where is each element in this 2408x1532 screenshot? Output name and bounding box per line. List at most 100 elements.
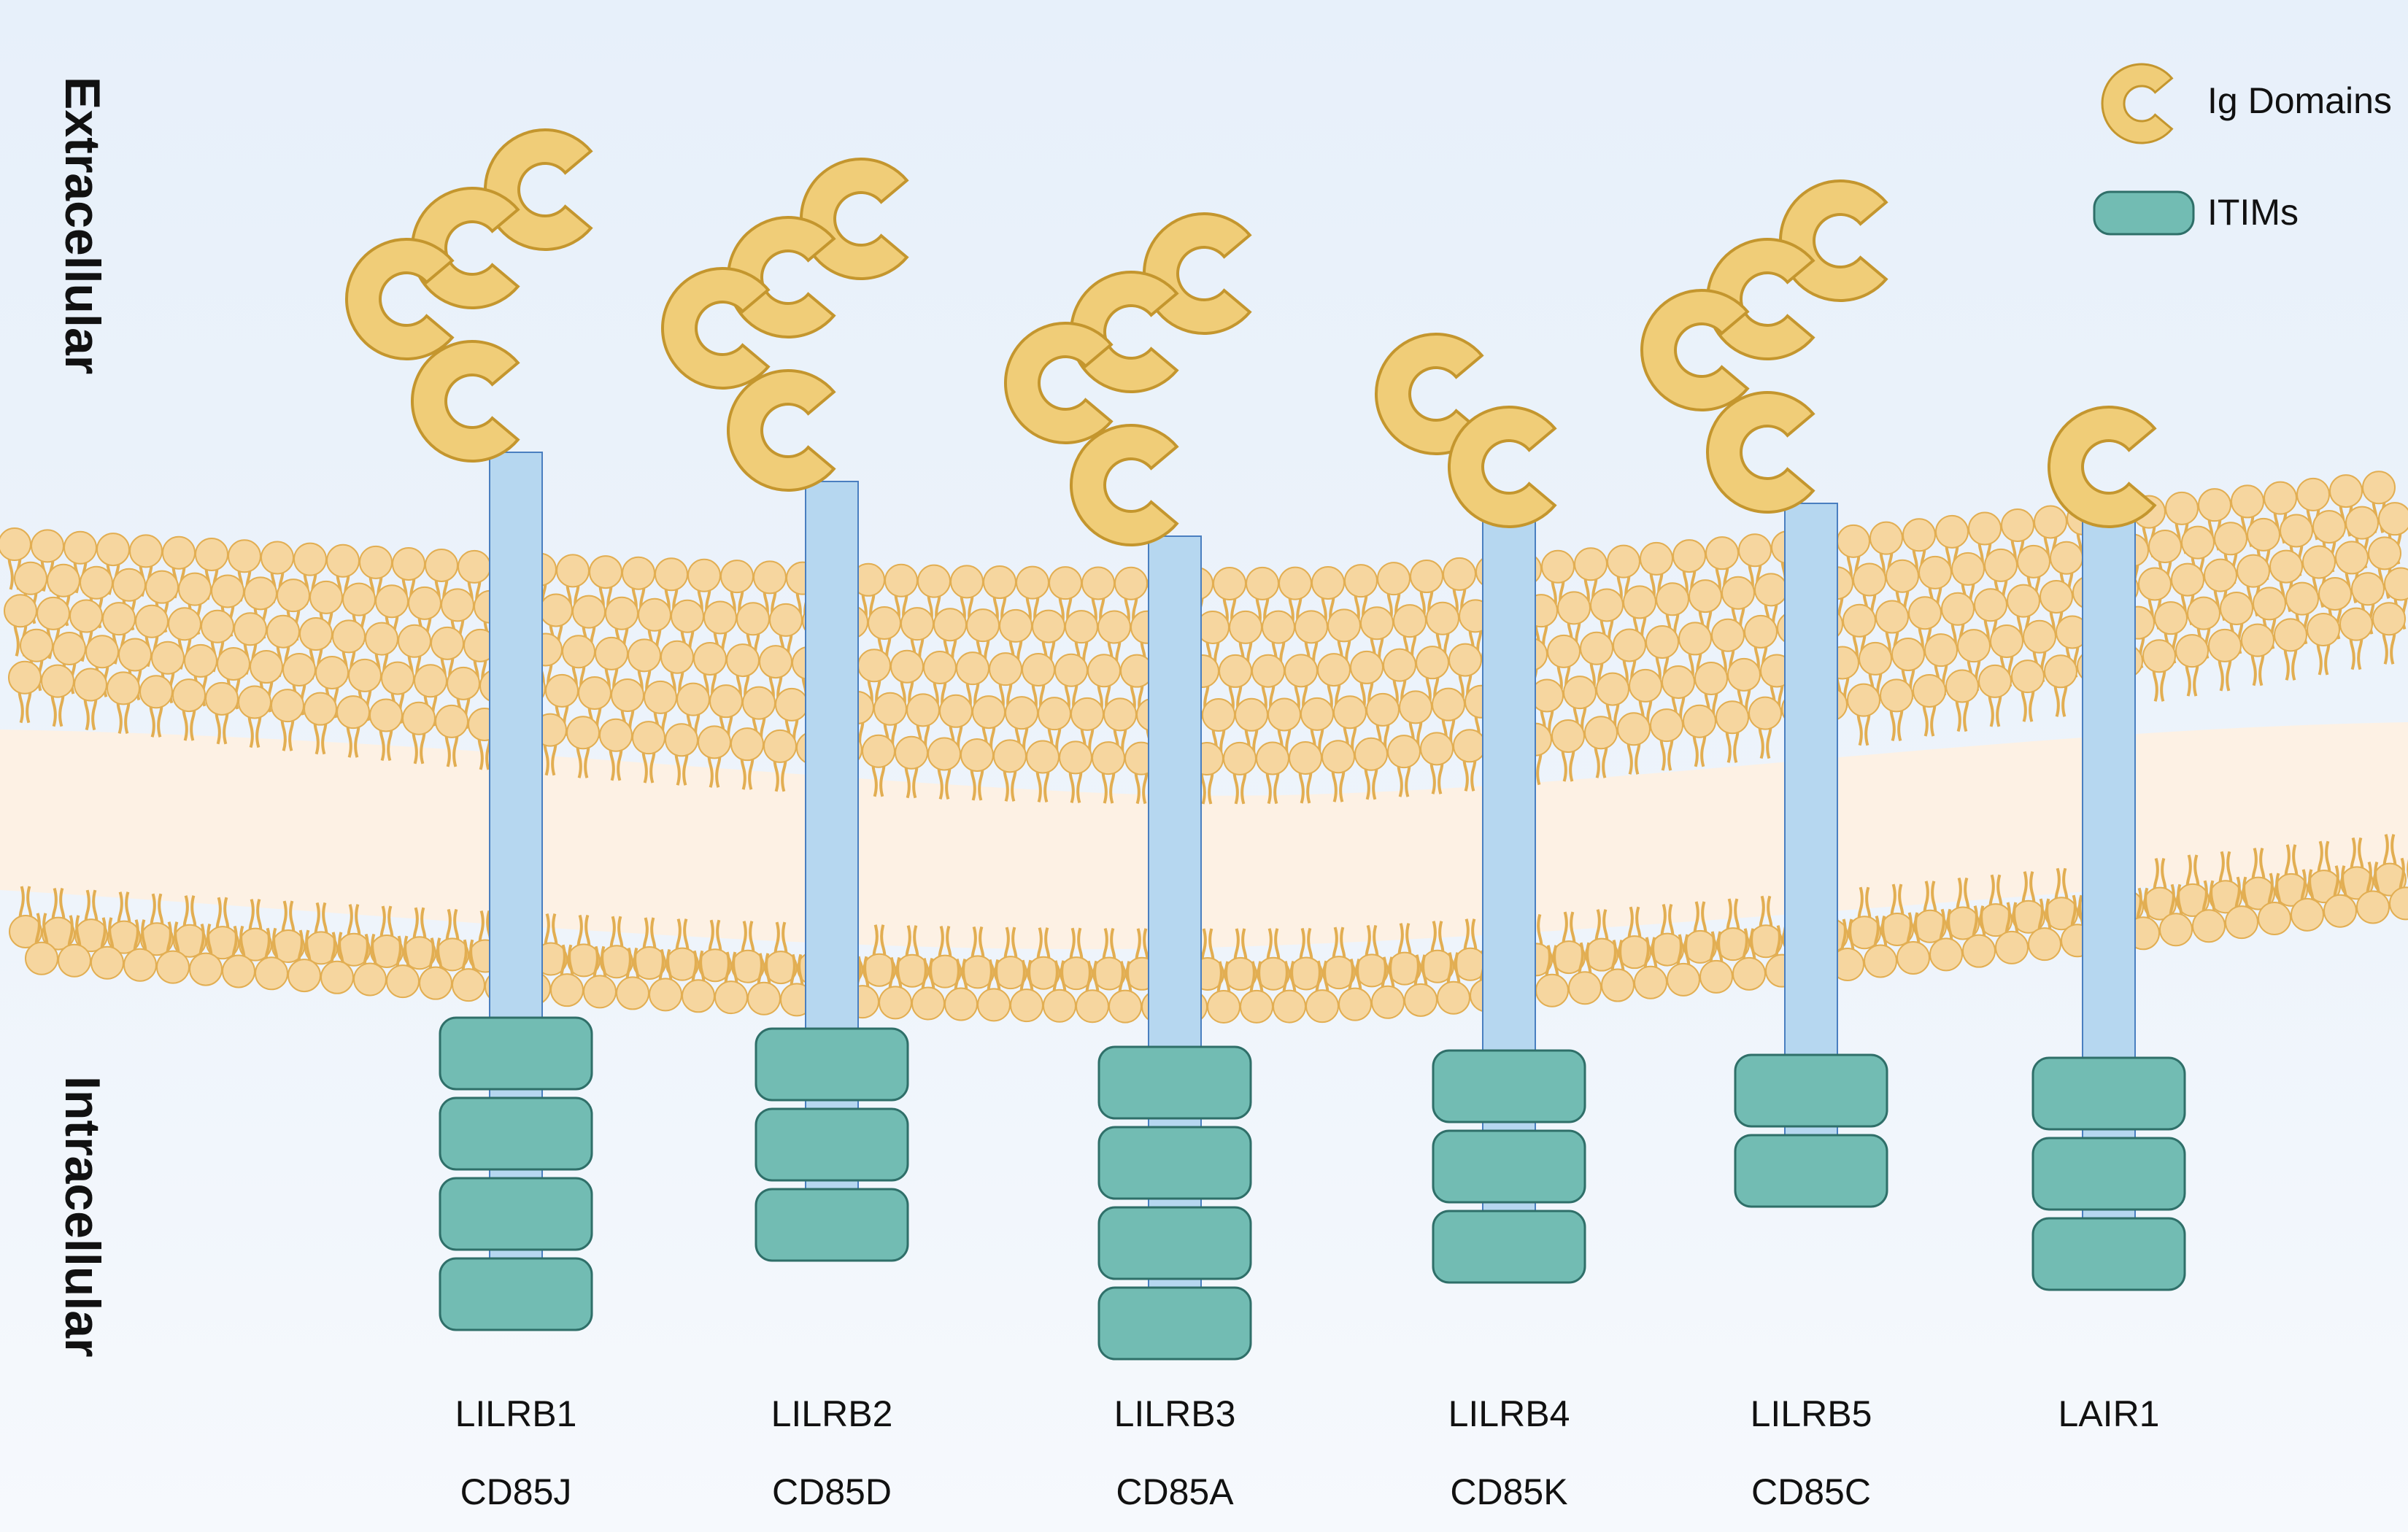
outer-lipid — [1683, 704, 1716, 767]
inner-lipid — [764, 921, 798, 985]
outer-lipid — [74, 668, 107, 731]
outer-lipid — [458, 549, 491, 613]
ig-domain — [726, 216, 836, 338]
inner-lipid — [747, 953, 781, 1015]
inner-lipid — [1257, 928, 1290, 991]
outer-lipid — [2017, 544, 2050, 608]
outer-lipid — [1584, 716, 1618, 778]
inner-lipid — [1010, 959, 1043, 1023]
ig-domain — [1069, 424, 1179, 546]
outer-lipid — [293, 542, 327, 606]
inner-lipid — [1929, 908, 1963, 972]
inner-lipid — [2159, 883, 2193, 947]
itim-legend-icon — [2093, 190, 2195, 236]
inner-lipid — [2225, 876, 2258, 940]
inner-lipid — [1864, 915, 1897, 978]
outer-lipid — [2175, 634, 2209, 697]
outer-lipid — [1945, 669, 1979, 732]
outer-lipid — [1223, 741, 1257, 805]
outer-lipid — [1289, 740, 1322, 804]
inner-lipid — [1355, 924, 1389, 988]
outer-lipid — [234, 612, 267, 675]
ig-domain — [1069, 271, 1179, 393]
outer-lipid — [763, 729, 797, 792]
outer-lipid — [895, 735, 928, 799]
receptor-name-label: LILRB5 — [1751, 1393, 1872, 1434]
outer-lipid — [2142, 639, 2176, 702]
inner-lipid — [140, 893, 174, 956]
outer-lipid — [2050, 541, 2083, 604]
ig-domains-legend-label: Ig Domains — [2207, 80, 2392, 121]
receptor-alias-label: CD85D — [772, 1471, 892, 1512]
inner-lipid — [1108, 961, 1142, 1024]
outer-lipid — [145, 570, 179, 633]
inner-lipid — [961, 926, 995, 989]
ig-domain — [660, 267, 771, 390]
inner-lipid — [1683, 901, 1717, 964]
outer-lipid — [1978, 664, 2012, 727]
inner-lipid — [2209, 851, 2242, 914]
inner-lipid — [2012, 871, 2045, 934]
outer-lipid — [2044, 654, 2077, 717]
outer-lipid — [1267, 697, 1301, 761]
outer-lipid — [2034, 505, 2067, 568]
itim-block — [755, 1107, 909, 1182]
receptor-name-label: LILRB2 — [771, 1393, 893, 1434]
outer-lipid — [2001, 508, 2034, 571]
inner-lipid — [189, 924, 223, 986]
outer-lipid — [736, 602, 770, 665]
outer-lipid — [195, 537, 228, 600]
outer-lipid — [2011, 659, 2045, 722]
outer-lipid — [939, 694, 973, 757]
inner-lipid — [2143, 858, 2177, 921]
ig-domain — [1447, 406, 1557, 528]
outer-lipid — [1530, 678, 1564, 742]
inner-lipid — [600, 916, 633, 979]
itim-block — [1432, 1049, 1586, 1123]
outer-lipid — [605, 596, 638, 659]
receptor-alias-label: CD85A — [1116, 1471, 1234, 1512]
outer-lipid — [927, 737, 961, 800]
outer-lipid — [556, 554, 590, 616]
receptor-group: LILRB1CD85JLILRB2CD85DLILRB3CD85ALILRB4C… — [344, 128, 2186, 1512]
inner-lipid — [1224, 928, 1257, 991]
inner-lipid — [304, 902, 338, 965]
inner-lipid — [1207, 961, 1240, 1024]
inner-lipid — [1092, 927, 1126, 991]
inner-lipid — [895, 925, 929, 988]
itim-block — [439, 1016, 593, 1091]
inner-lipid — [337, 904, 371, 967]
outer-lipid — [857, 649, 891, 711]
itim-block — [1097, 1045, 1252, 1120]
inner-lipid — [419, 937, 452, 1000]
inner-lipid — [2258, 873, 2291, 936]
outer-lipid — [1847, 683, 1880, 746]
outer-lipid — [2208, 628, 2242, 692]
outer-lipid — [1551, 719, 1585, 782]
outer-lipid — [730, 727, 764, 790]
outer-lipid — [1448, 643, 1482, 706]
itim-block — [755, 1027, 909, 1102]
outer-lipid — [665, 723, 698, 786]
outer-lipid — [1853, 562, 1886, 626]
inner-lipid — [1880, 883, 1914, 947]
itim-block — [755, 1188, 909, 1262]
inner-lipid — [1634, 937, 1667, 999]
ig-domain — [799, 158, 909, 280]
inner-lipid — [1240, 961, 1273, 1024]
ig-domain — [1705, 238, 1815, 360]
inner-lipid — [1716, 898, 1750, 962]
ig-domain — [410, 340, 520, 463]
inner-lipid — [911, 957, 945, 1021]
outer-lipid — [1727, 657, 1761, 721]
outer-lipid — [1650, 708, 1683, 771]
inner-lipid — [2323, 865, 2357, 928]
inner-lipid — [222, 925, 255, 989]
inner-lipid — [944, 958, 978, 1021]
inner-lipid — [928, 926, 962, 989]
itims-legend-label: ITIMs — [2207, 192, 2299, 233]
receptor-alias-label: CD85K — [1450, 1471, 1567, 1512]
outer-lipid — [271, 689, 304, 751]
